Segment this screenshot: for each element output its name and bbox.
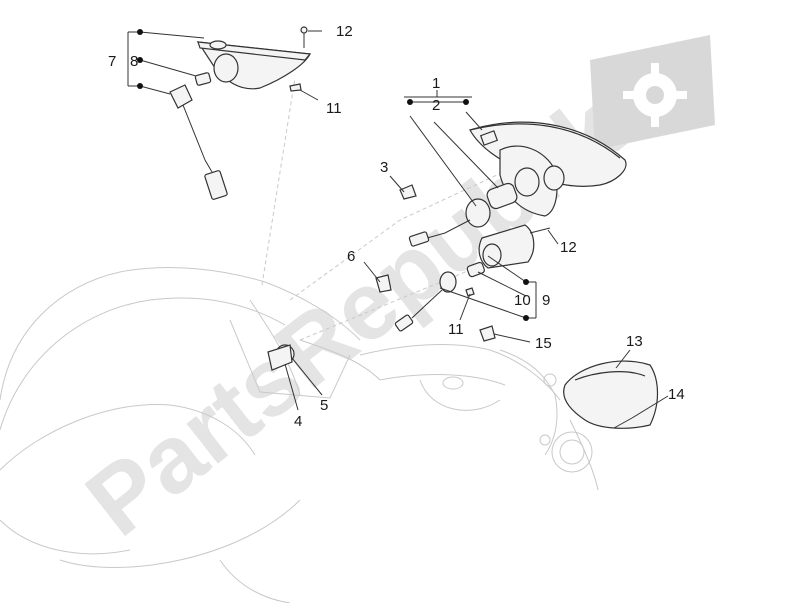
callout-labels: 1 2 3 4 5 6 7 8 9 10 11 11 12 12 13 14 1… <box>108 23 685 430</box>
screw-14 <box>613 417 633 429</box>
callout-14: 14 <box>668 386 685 403</box>
callout-7: 7 <box>108 53 116 70</box>
turn-signal-assembly <box>196 40 312 90</box>
callout-9: 9 <box>542 292 550 309</box>
callout-2: 2 <box>432 97 440 114</box>
callout-11-top: 11 <box>326 100 342 117</box>
screw-12-top <box>300 26 308 48</box>
socket-wire-1 <box>408 198 491 247</box>
screw-12-right <box>529 227 551 234</box>
watermark: PartsRepublik <box>67 35 715 557</box>
cover-13 <box>563 360 659 429</box>
socket-wire-9 <box>394 271 457 332</box>
leader-lines <box>139 30 669 419</box>
callout-3: 3 <box>380 159 388 176</box>
callout-13: 13 <box>626 333 643 350</box>
callout-11-mid: 11 <box>448 321 464 338</box>
bulb-socket-8 <box>194 72 212 86</box>
watermark-logo-icon <box>590 35 715 150</box>
clip-3 <box>399 184 417 200</box>
clip-15 <box>479 325 496 342</box>
scooter-body-outline <box>0 77 599 603</box>
bracket-9-10 <box>523 279 537 321</box>
lens-10-holder <box>478 224 535 269</box>
license-lamp-4 <box>267 344 295 371</box>
callout-15: 15 <box>535 335 552 352</box>
callout-6: 6 <box>347 248 355 265</box>
callout-12-right: 12 <box>560 239 577 256</box>
bulb-2 <box>486 182 518 210</box>
clip-6 <box>375 274 392 293</box>
callout-5: 5 <box>320 397 328 414</box>
bracket-7-8 <box>127 29 143 89</box>
callout-10: 10 <box>514 292 531 309</box>
wire-harness-7 <box>169 84 228 200</box>
callout-12-top: 12 <box>336 23 353 40</box>
callout-8: 8 <box>130 53 138 70</box>
bulb-clip-11-top <box>289 83 302 92</box>
callout-4: 4 <box>294 413 302 430</box>
clip-11-mid <box>465 287 475 297</box>
callout-1: 1 <box>432 75 440 92</box>
bracket-1-2 <box>404 90 472 105</box>
